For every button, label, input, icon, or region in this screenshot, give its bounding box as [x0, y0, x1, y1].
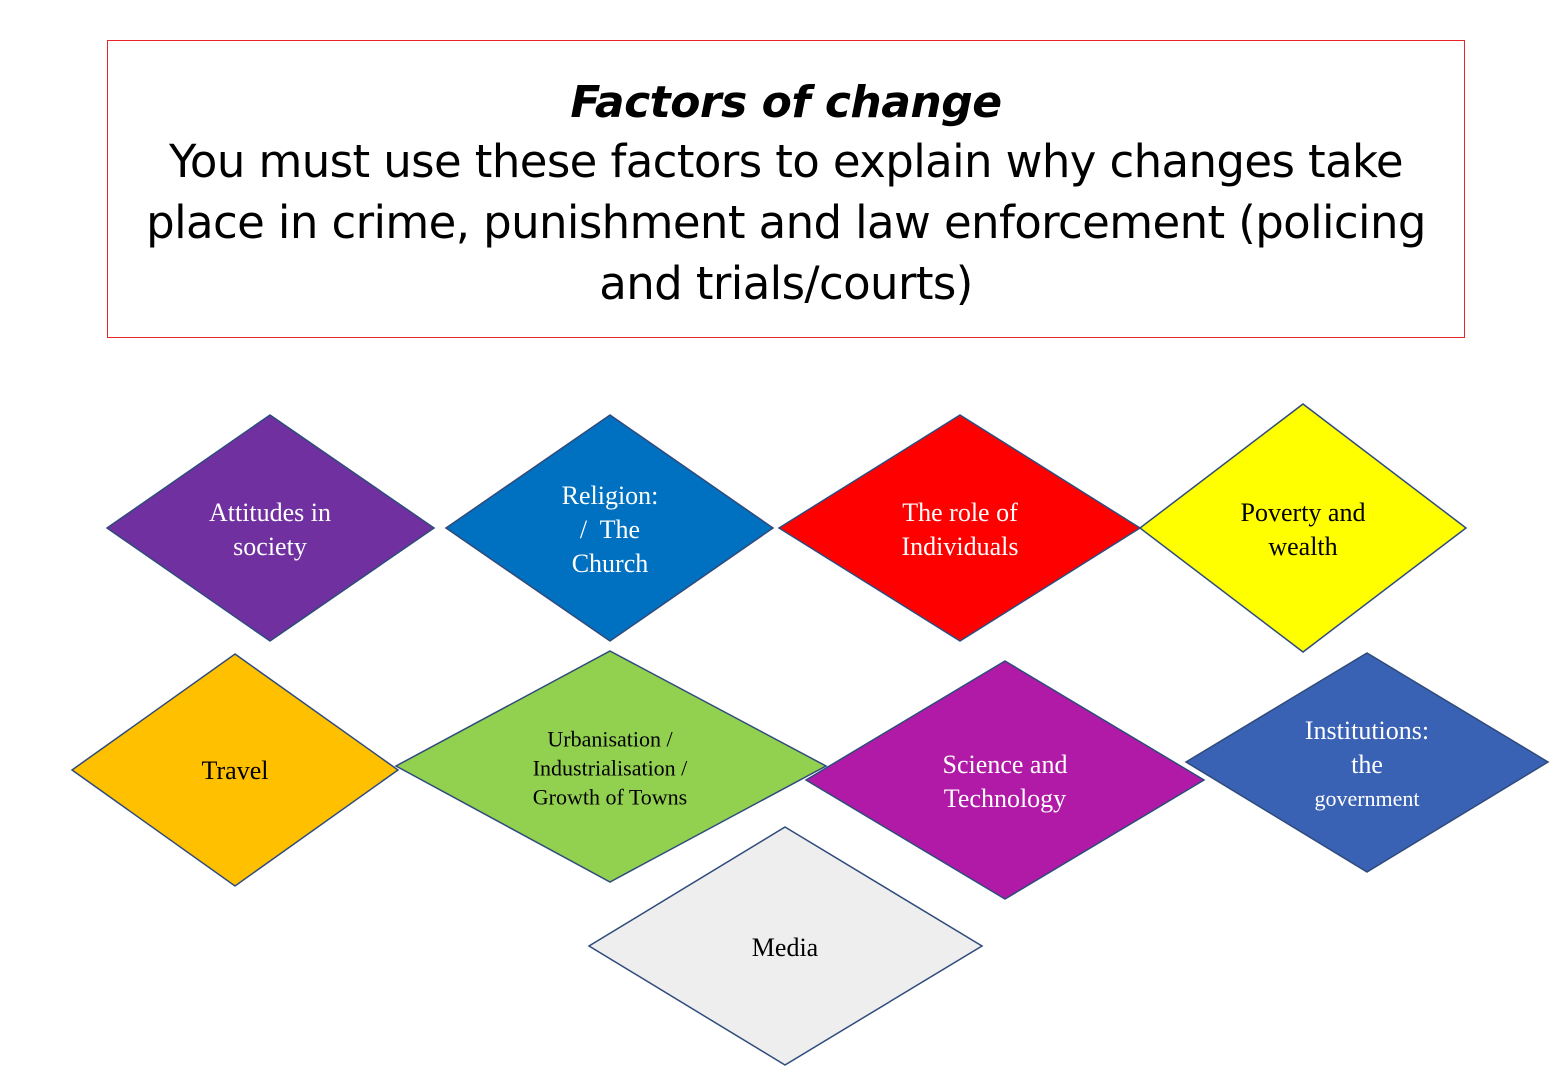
diamond-institutions[interactable]: [1184, 652, 1550, 873]
diamond-urbanisation[interactable]: [394, 650, 828, 883]
diamond-poverty[interactable]: [1138, 403, 1468, 653]
diamond-travel[interactable]: [70, 653, 400, 887]
title-box: Factors of change You must use these fac…: [107, 40, 1465, 338]
page-title: Factors of change: [570, 77, 1002, 128]
diamond-religion[interactable]: [444, 414, 775, 642]
diamond-attitudes[interactable]: [105, 414, 436, 642]
diamond-media[interactable]: [587, 826, 984, 1066]
instruction-text: You must use these factors to explain wh…: [146, 135, 1426, 310]
diamond-individuals[interactable]: [777, 414, 1142, 642]
diamond-science[interactable]: [804, 660, 1206, 900]
